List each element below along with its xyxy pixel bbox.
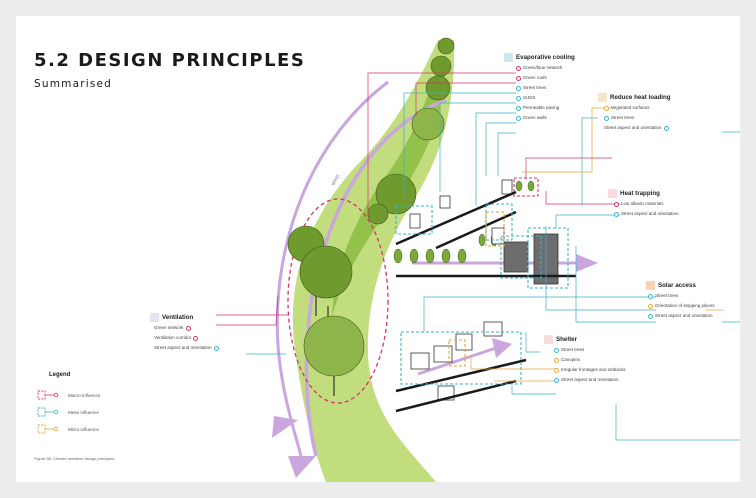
wind-arrowhead-bottom <box>288 456 316 478</box>
list-item: Canopies <box>554 355 626 365</box>
group-evaporative-cooling: Evaporative cooling Green/blue network G… <box>504 52 575 123</box>
meso-boxes <box>395 203 569 385</box>
list-item: Green network <box>154 323 219 333</box>
wind-arrowhead-shelter <box>492 338 512 358</box>
list-item: SUDS <box>516 93 575 103</box>
group-reduce-heat-loading: Reduce heat loading Vegetated surfaces S… <box>598 92 671 133</box>
list-item: Ventilation corridor <box>154 333 219 343</box>
list-item: Green roofs <box>516 73 575 83</box>
group-solar-access: Solar access Street trees Orientation of… <box>646 280 715 321</box>
list-item: Permeable paving <box>516 103 575 113</box>
shelter-badge-icon <box>544 335 553 344</box>
solar-badge-icon <box>646 281 655 290</box>
list-item: Orientation of stopping places <box>648 301 715 311</box>
page: WIND <box>16 16 740 482</box>
legend-item-meso: Meso influence <box>36 407 99 417</box>
list-item: Street aspect and orientation <box>648 311 715 321</box>
group-heat-trapping: Heat trapping Low albedo materials Stree… <box>608 188 679 219</box>
list-item: Street trees <box>648 291 715 301</box>
list-item: Street aspect and orientation <box>154 343 219 353</box>
shelter-title: Shelter <box>556 336 577 343</box>
list-item: Green/blue network <box>516 63 575 73</box>
page-title: 5.2 DESIGN PRINCIPLES <box>34 50 306 71</box>
connector-lines-macro <box>216 72 620 326</box>
legend-title: Legend <box>49 372 71 378</box>
heat-trapping-badge-icon <box>608 189 617 198</box>
list-item: Green walls <box>516 113 575 123</box>
ventilation-title: Ventilation <box>162 314 194 321</box>
heat-trapping-title: Heat trapping <box>620 190 660 197</box>
ventilation-badge-icon <box>150 313 159 322</box>
list-item: Vegetated surfaces <box>604 103 671 113</box>
list-item: Street aspect and orientation <box>614 209 679 219</box>
list-item: Street trees <box>516 83 575 93</box>
solar-title: Solar access <box>658 282 696 289</box>
group-ventilation: Ventilation Green network Ventilation co… <box>150 312 219 353</box>
figure-caption: Figure 56: Climate sensitive design prin… <box>34 456 115 461</box>
wind-arrowhead-mid <box>576 254 598 272</box>
wind-line-shelter <box>417 346 497 376</box>
list-item: Irregular frontages and setbacks <box>554 365 626 375</box>
micro-boxes <box>448 211 505 367</box>
list-item: Low albedo materials <box>614 199 679 209</box>
meso-legend-icon <box>36 407 68 417</box>
list-item: Street trees <box>604 113 671 123</box>
list-item: Street aspect and orientation <box>554 375 626 385</box>
group-shelter: Shelter Street trees Canopies Irregular … <box>544 334 626 385</box>
design-principles-diagram: WIND <box>216 37 740 482</box>
corridor-trees <box>287 37 455 396</box>
list-item: Street aspect and orientation <box>604 123 671 133</box>
heat-loading-title: Reduce heat loading <box>610 94 671 101</box>
wind-arrowhead-main <box>272 416 298 438</box>
connector-lines-meso <box>246 92 740 441</box>
evaporative-title: Evaporative cooling <box>516 54 575 61</box>
legend-item-macro: Macro influence <box>36 390 100 400</box>
page-subtitle: Summarised <box>34 78 113 90</box>
micro-legend-icon <box>36 424 68 434</box>
macro-influence-ellipse <box>287 198 389 404</box>
wind-label: WIND <box>330 173 340 187</box>
connector-lines-micro <box>470 107 724 382</box>
macro-legend-icon <box>36 390 68 400</box>
list-item: Street trees <box>554 345 626 355</box>
heat-loading-badge-icon <box>598 93 607 102</box>
legend-item-micro: Micro influence <box>36 424 99 434</box>
evaporative-badge-icon <box>504 53 513 62</box>
